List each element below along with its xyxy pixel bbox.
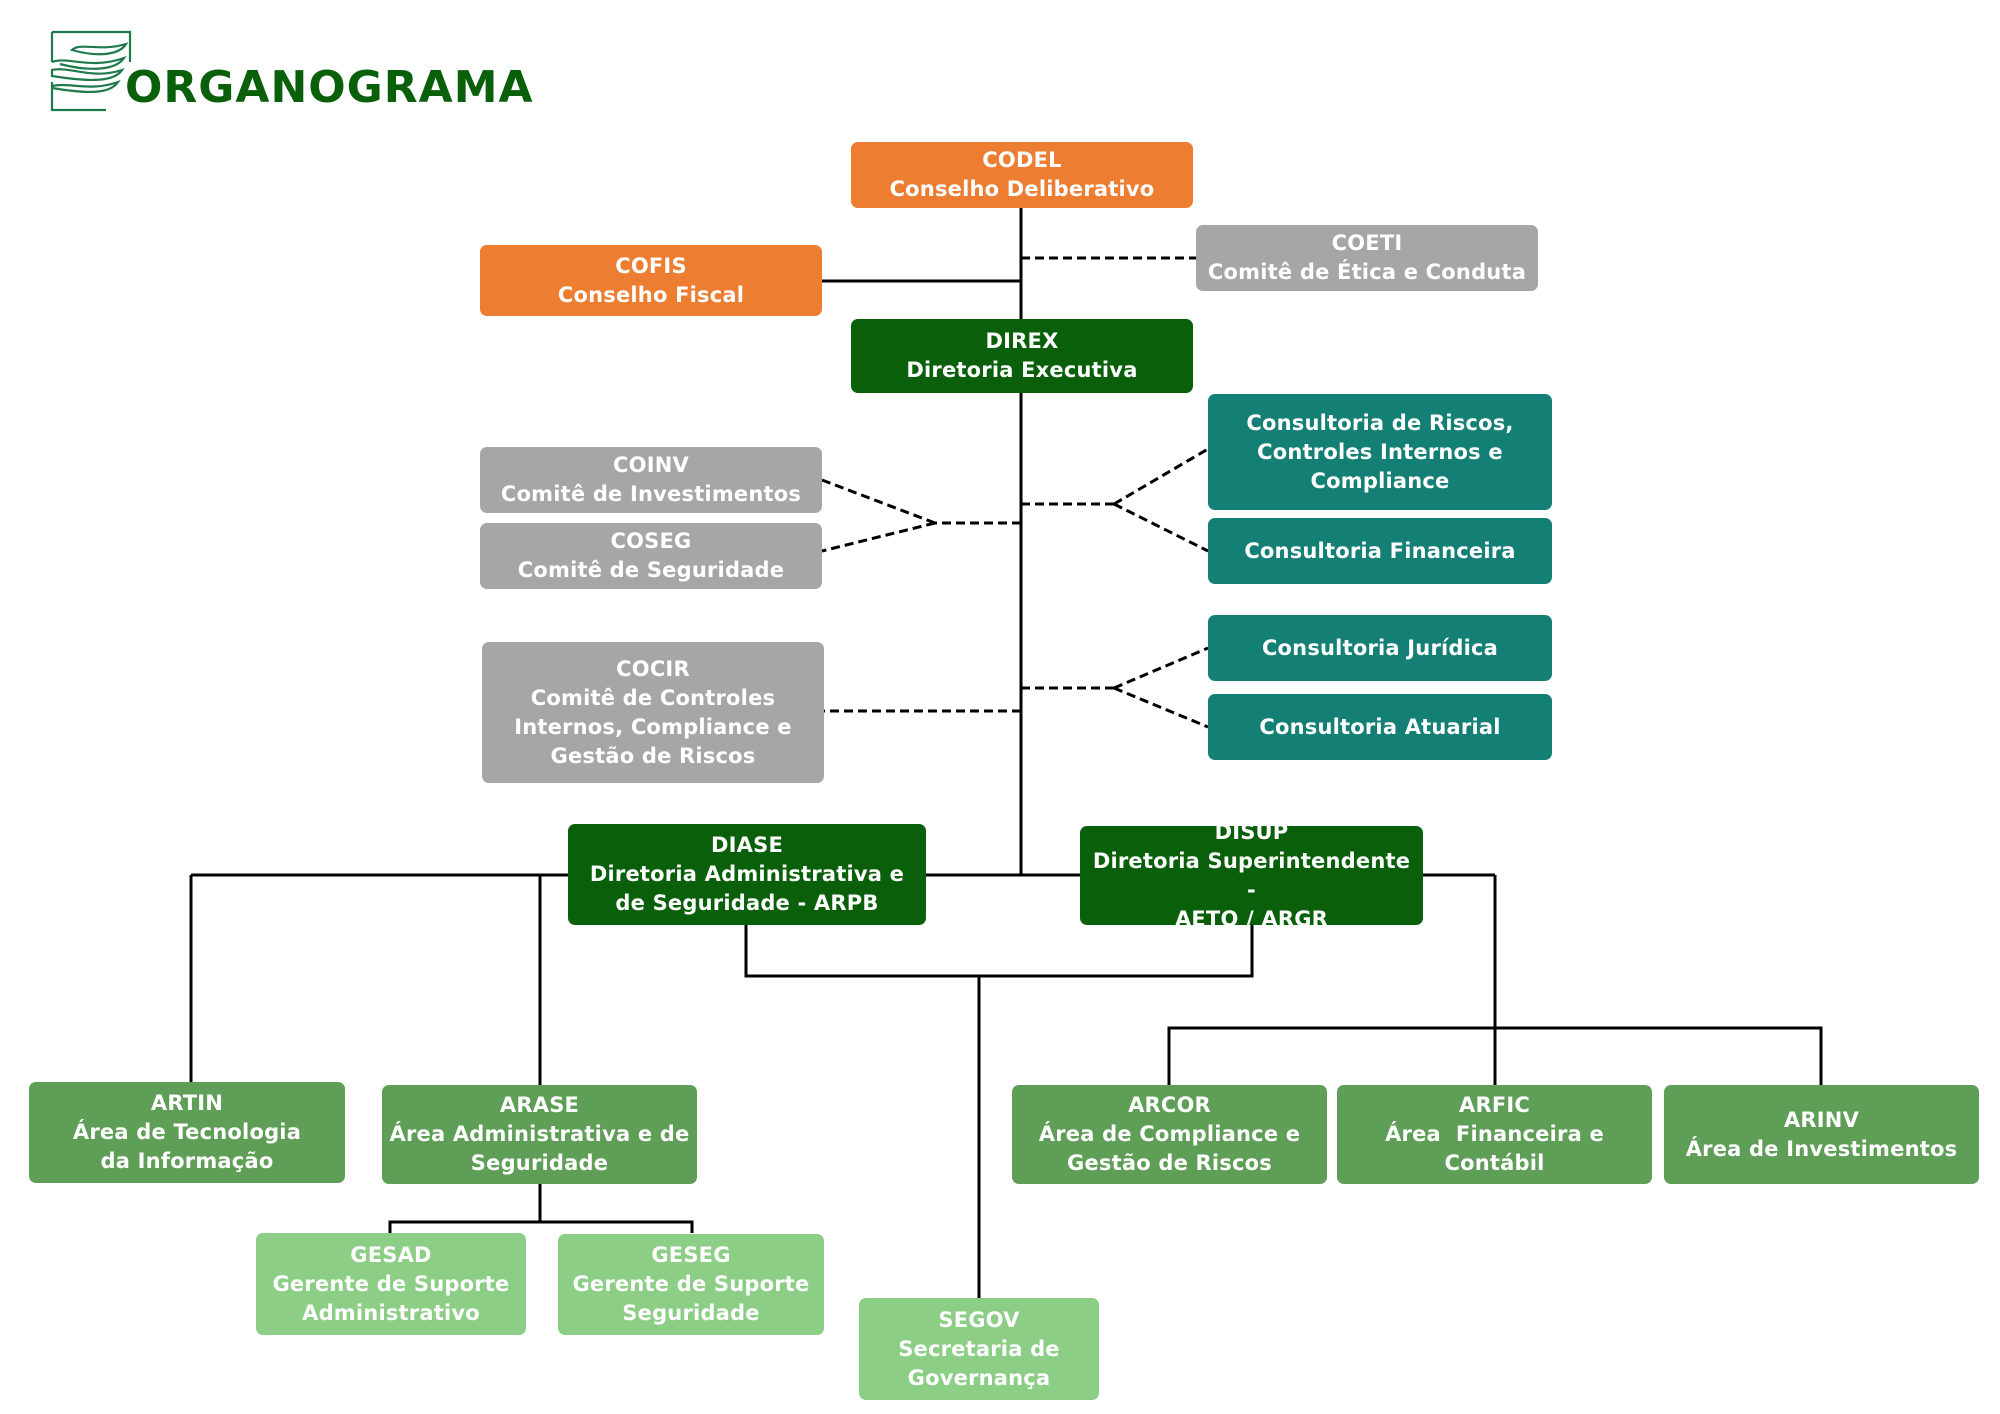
node-name-line: Seguridade <box>470 1151 609 1175</box>
node-consultoria-financeira: Consultoria Financeira <box>1208 518 1552 584</box>
node-consultoria-atuarial: Consultoria Atuarial <box>1208 694 1552 760</box>
node-code: CODEL <box>982 148 1062 172</box>
node-name-line: Controles Internos e <box>1257 439 1503 464</box>
node-name-line: Área de Tecnologia <box>72 1120 302 1144</box>
node-name: Consultoria Financeira <box>1244 538 1516 563</box>
node-name-line: de Seguridade - ARPB <box>615 891 879 915</box>
dash-consult-top <box>1021 447 1209 553</box>
node-code: DISUP <box>1214 819 1289 844</box>
node-arfic: ARFIC Área Financeira e Contábil <box>1337 1085 1652 1184</box>
node-arinv: ARINV Área de Investimentos <box>1664 1085 1979 1184</box>
node-code: SEGOV <box>938 1307 1020 1332</box>
node-name: Conselho Deliberativo <box>889 177 1155 201</box>
node-name-line: Diretoria Administrativa e <box>589 862 905 886</box>
node-gesad: GESAD Gerente de Suporte Administrativo <box>256 1233 526 1335</box>
dash-consult-bottom <box>1021 646 1209 729</box>
node-direx: DIREX Diretoria Executiva <box>851 319 1193 393</box>
node-code: DIREX <box>985 329 1059 353</box>
dash-coinv-coseg <box>821 478 1021 553</box>
node-code: GESEG <box>651 1243 731 1267</box>
node-diase: DIASE Diretoria Administrativa e de Segu… <box>568 824 926 925</box>
node-name-line: Gestão de Riscos <box>1067 1151 1272 1175</box>
node-code: COSEG <box>610 529 692 553</box>
node-code: ARTIN <box>150 1091 224 1115</box>
node-name-line: Secretaria de <box>898 1336 1060 1361</box>
node-coseg: COSEG Comitê de Seguridade <box>480 523 822 589</box>
page-title: ORGANOGRAMA <box>125 62 534 113</box>
node-name: Diretoria Executiva <box>906 358 1138 382</box>
line-areas-bar <box>1167 1026 1823 1085</box>
wave-flag-logo-icon <box>50 30 132 112</box>
node-name-line: Diretoria Superintendente - <box>1092 848 1411 902</box>
node-name-line: Compliance <box>1310 468 1450 493</box>
node-name-line: Área de Compliance e <box>1038 1122 1301 1146</box>
node-arcor: ARCOR Área de Compliance e Gestão de Ris… <box>1012 1085 1327 1184</box>
node-name: Conselho Fiscal <box>557 282 745 307</box>
node-cofis: COFIS Conselho Fiscal <box>480 245 822 316</box>
line-arase-units <box>388 1184 694 1233</box>
node-name-line: Administrativo <box>302 1300 480 1325</box>
node-name: Comitê de Seguridade <box>517 558 785 582</box>
node-cocir: COCIR Comitê de Controles Internos, Comp… <box>482 642 824 783</box>
node-code: COFIS <box>615 253 687 278</box>
node-geseg: GESEG Gerente de Suporte Seguridade <box>558 1234 824 1335</box>
node-consultoria-juridica: Consultoria Jurídica <box>1208 615 1552 681</box>
node-segov: SEGOV Secretaria de Governança <box>859 1298 1099 1400</box>
node-code: COCIR <box>616 656 690 681</box>
node-code: GESAD <box>350 1242 432 1267</box>
node-name-line: AETQ / ARGR <box>1174 906 1329 931</box>
node-coeti: COETI Comitê de Ética e Conduta <box>1196 225 1538 291</box>
node-name-line: Comitê de Controles <box>530 685 776 710</box>
node-code: ARFIC <box>1459 1093 1530 1117</box>
line-segov-bar <box>744 925 1254 978</box>
node-name: Consultoria Atuarial <box>1259 714 1501 739</box>
node-name-line: Governança <box>907 1365 1051 1390</box>
node-name: Comitê de Investimentos <box>500 482 802 506</box>
node-name-line: da Informação <box>100 1149 274 1173</box>
node-code: COINV <box>613 453 689 477</box>
node-name-line: Área Financeira e <box>1385 1122 1604 1146</box>
node-code: DIASE <box>711 833 783 857</box>
node-codel: CODEL Conselho Deliberativo <box>851 142 1193 208</box>
node-disup: DISUP Diretoria Superintendente - AETQ /… <box>1080 820 1423 931</box>
node-code: COETI <box>1331 231 1403 255</box>
node-name-line: Gestão de Riscos <box>550 743 756 768</box>
node-name-line: Seguridade <box>622 1301 760 1325</box>
node-name: Área de Investimentos <box>1685 1136 1958 1161</box>
node-name: Consultoria Jurídica <box>1261 635 1499 660</box>
node-name-line: Internos, Compliance e <box>514 714 792 739</box>
node-code: ARCOR <box>1128 1093 1211 1117</box>
node-artin: ARTIN Área de Tecnologia da Informação <box>29 1082 345 1183</box>
node-coinv: COINV Comitê de Investimentos <box>480 447 822 513</box>
node-name-line: Gerente de Suporte <box>272 1271 510 1296</box>
node-code: ARASE <box>499 1093 580 1117</box>
node-name-line: Contábil <box>1444 1151 1545 1175</box>
node-consultoria-riscos: Consultoria de Riscos, Controles Interno… <box>1208 394 1552 510</box>
node-name-line: Área Administrativa e de <box>389 1122 690 1146</box>
node-name-line: Gerente de Suporte <box>572 1272 810 1296</box>
node-name: Comitê de Ética e Conduta <box>1207 260 1527 284</box>
node-name-line: Consultoria de Riscos, <box>1246 410 1514 435</box>
node-code: ARINV <box>1783 1107 1860 1132</box>
node-arase: ARASE Área Administrativa e de Seguridad… <box>382 1085 697 1184</box>
